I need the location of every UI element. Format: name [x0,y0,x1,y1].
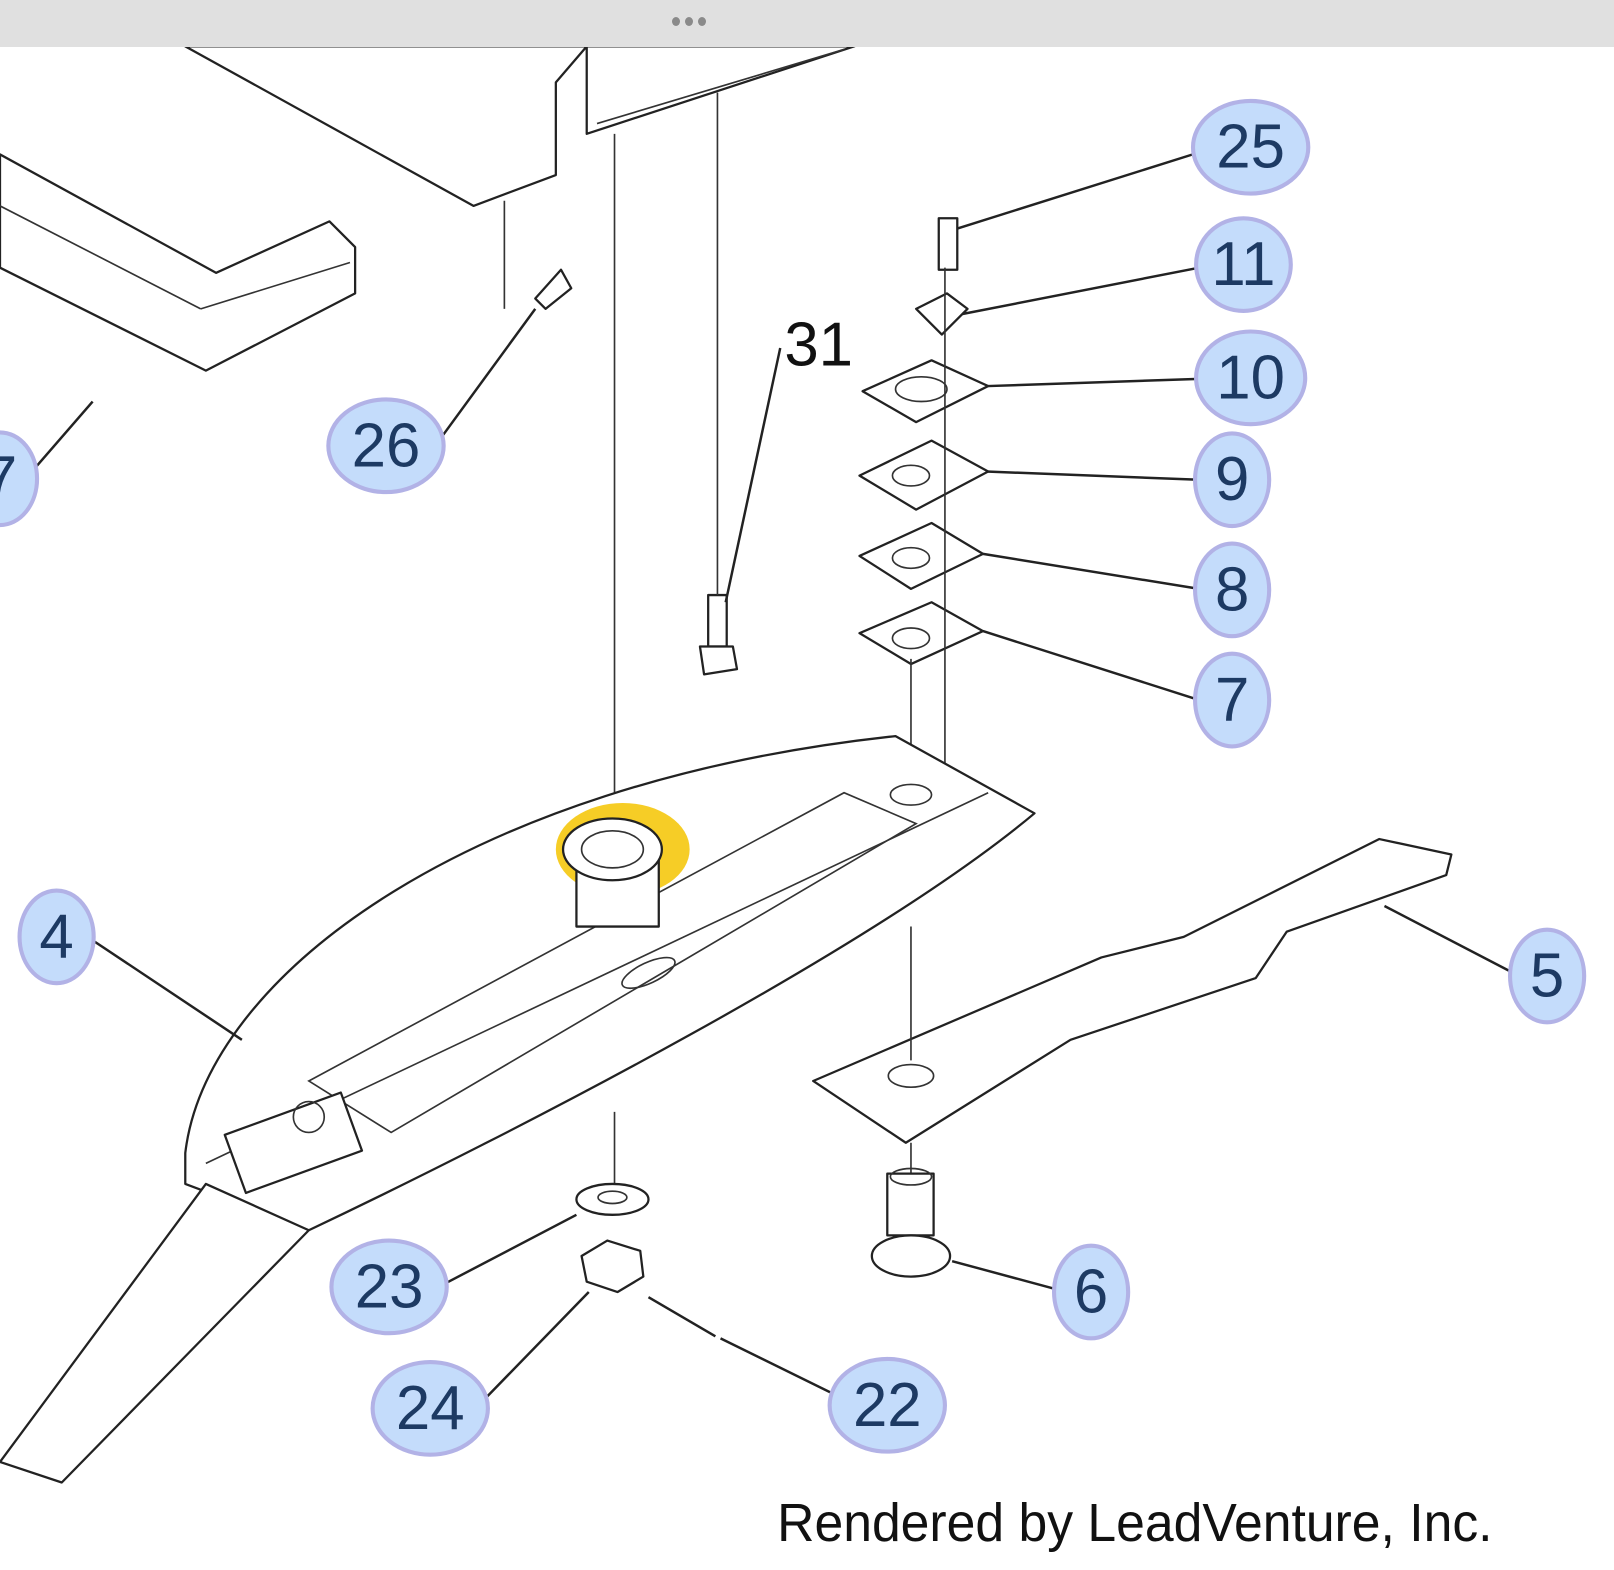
callout-label: 10 [1216,343,1285,412]
highlighted-spindle [555,803,690,928]
render-credit: Rendered by LeadVenture, Inc. [777,1494,1492,1553]
callout-7-left[interactable]: 7 [0,430,40,528]
callout-23[interactable]: 23 [329,1238,449,1336]
callout-label: 7 [0,444,17,513]
callout-31[interactable]: 31 [784,310,853,379]
top-bar [0,0,1614,47]
callout-25[interactable]: 25 [1190,98,1311,196]
callout-label: 4 [39,902,73,971]
callout-7[interactable]: 7 [1193,651,1272,749]
lower-hardware [575,1167,952,1338]
callout-26[interactable]: 26 [326,397,446,495]
callout-label: 26 [352,411,421,480]
callout-label: 25 [1216,113,1285,182]
callout-label: 5 [1530,941,1564,1010]
callout-10[interactable]: 10 [1194,329,1308,427]
callout-label: 9 [1215,445,1249,514]
callout-22[interactable]: 22 [827,1356,947,1454]
more-dots-icon[interactable] [672,17,706,26]
callout-label: 7 [1215,666,1249,735]
callout-24[interactable]: 24 [370,1359,490,1457]
callout-label: 24 [396,1374,465,1443]
blade [812,837,1453,1174]
callout-4[interactable]: 4 [17,888,96,986]
callout-6[interactable]: 6 [1051,1243,1131,1341]
callout-label: 22 [853,1371,922,1440]
hardware-stack [534,92,990,824]
deck-housing [0,45,856,372]
blade-holder [0,734,1036,1484]
callout-5[interactable]: 5 [1507,927,1587,1025]
callout-label: 6 [1074,1258,1108,1327]
callout-label: 23 [355,1252,424,1321]
callout-9[interactable]: 9 [1193,431,1272,529]
callout-label: 11 [1211,230,1275,299]
callout-8[interactable]: 8 [1193,541,1272,639]
callout-11[interactable]: 11 [1194,216,1293,313]
leader-lines [24,151,1514,1407]
callout-label: 8 [1215,555,1249,624]
